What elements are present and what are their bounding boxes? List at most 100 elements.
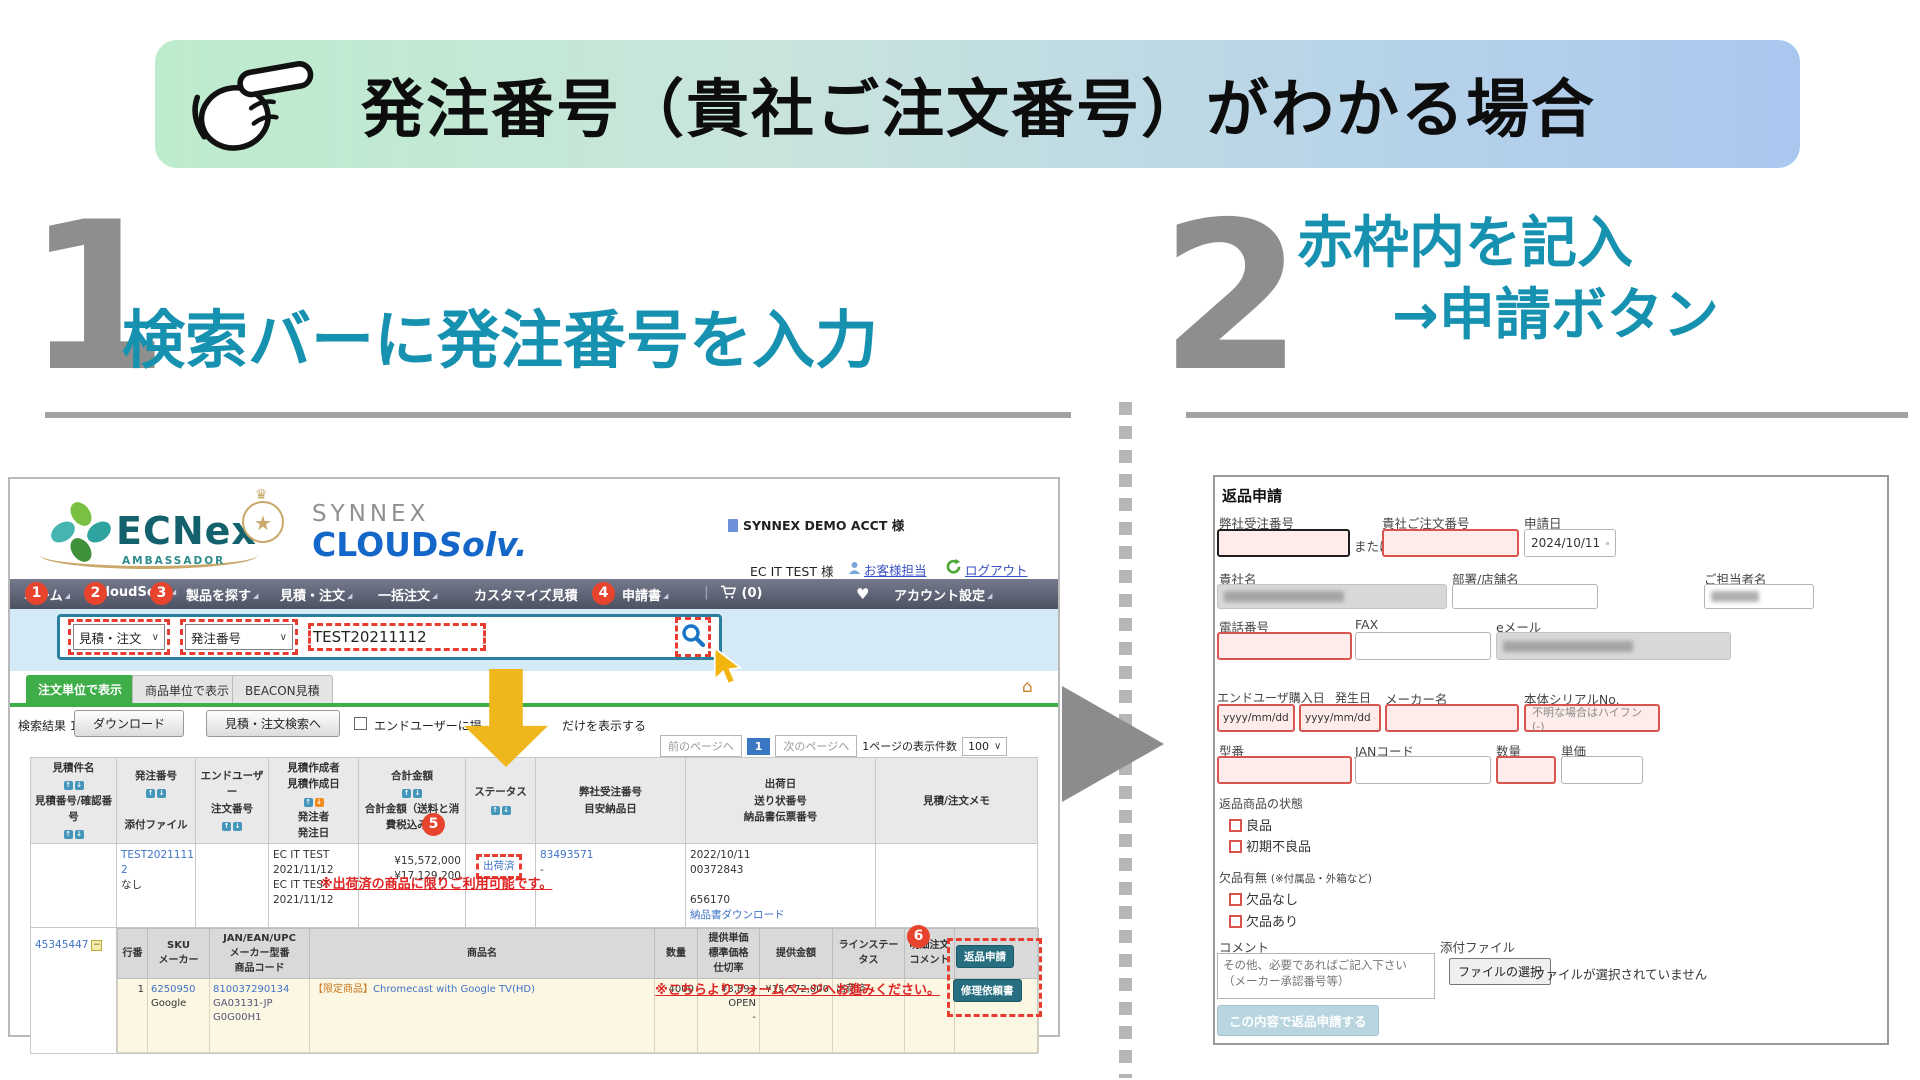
apply-date-input[interactable]: 2024/10/11 <box>1524 529 1616 557</box>
cell-line-status: 出荷済 <box>832 977 905 1053</box>
your-order-no-input[interactable] <box>1382 529 1519 557</box>
email-input[interactable] <box>1496 632 1731 660</box>
label-person: ご担当者名 <box>1704 572 1767 587</box>
nav-find-product[interactable]: 製品を探す◢ <box>186 589 259 604</box>
search-button[interactable] <box>680 622 706 652</box>
missing-none[interactable]: 欠品なし <box>1229 889 1298 908</box>
ambassador-badge-icon: ★ <box>242 501 284 543</box>
col-our-no[interactable]: 弊社受注番号目安納品日 <box>535 756 686 845</box>
jan-link[interactable]: 810037290134 <box>213 983 290 995</box>
our-order-no-input[interactable] <box>1217 529 1350 557</box>
jan-input[interactable] <box>1355 756 1491 784</box>
header-banner: 発注番号（貴社ご注文番号）がわかる場合 <box>155 40 1800 168</box>
col-shipping[interactable]: 出荷日送り状番号納品書伝票番号 <box>685 756 876 845</box>
product-link[interactable]: Chromecast with Google TV(HD) <box>373 983 535 995</box>
step2-number: 2 <box>1160 179 1303 417</box>
per-page-select[interactable]: 100∨ <box>962 736 1008 756</box>
col-memo[interactable]: 見積/注文メモ <box>875 756 1038 845</box>
back-to-search-button[interactable]: 見積・注文検索へ <box>206 710 340 737</box>
maker-input[interactable] <box>1385 704 1519 732</box>
tel-input[interactable] <box>1217 632 1352 660</box>
label-qty: 数量 <box>1496 744 1522 759</box>
prev-page-button[interactable]: 前のページへ <box>660 735 742 757</box>
search-input[interactable]: TEST20211112 <box>313 628 427 646</box>
col-status[interactable]: ステータス↑↓ <box>465 756 536 845</box>
nav-quote-order[interactable]: 見積・注文◢ <box>280 589 353 604</box>
label-fax: FAX <box>1355 617 1379 632</box>
home-icon[interactable]: ⌂ <box>1022 677 1033 697</box>
checkbox-icon[interactable] <box>1229 819 1242 832</box>
download-button[interactable]: ダウンロード <box>74 710 184 737</box>
search-button-highlight <box>675 617 711 657</box>
cloudsolv-screenshot: ECNex AMBASSADOR ★ ♛ SYNNEX CLOUDSolv. S… <box>8 477 1060 1054</box>
collapse-icon[interactable]: − <box>91 939 103 951</box>
tab-by-product[interactable]: 商品単位で表示 <box>132 675 243 704</box>
sku-link[interactable]: 6250950 <box>151 983 196 995</box>
nav-bulk-order[interactable]: 一括注文◢ <box>378 589 438 604</box>
occur-date-input[interactable]: yyyy/mm/dd <box>1299 704 1381 732</box>
col-creator[interactable]: 見積作成者見積作成日↑↓発注者発注日 <box>268 756 359 845</box>
department-input[interactable] <box>1452 584 1598 609</box>
cell-line-no: 1 <box>117 977 148 1053</box>
redacted-text <box>1503 640 1633 652</box>
contact-link[interactable]: お客様担当 <box>864 563 927 578</box>
label-tel: 電話番号 <box>1219 620 1270 635</box>
per-page-label: 1ページの表示件数 <box>862 740 957 753</box>
label-our-order-no: 弊社受注番号 <box>1219 516 1295 531</box>
enduser-filter-checkbox[interactable] <box>354 717 367 730</box>
col-quote-name[interactable]: 見積件名↑↓見積番号/確認番号↑↓ <box>30 756 117 845</box>
repair-request-button[interactable]: 修理依頼書 <box>953 979 1022 1002</box>
tab-underline <box>10 703 1058 707</box>
checkbox-icon[interactable] <box>1229 915 1242 928</box>
nav-caret-icon: ◢ <box>170 588 177 596</box>
tab-by-order[interactable]: 注文単位で表示 <box>26 675 135 704</box>
col-unit: 提供単価標準価格仕切率 <box>697 927 760 979</box>
nav-account-settings[interactable]: アカウント設定◢ <box>894 589 993 604</box>
checkbox-icon[interactable] <box>1229 840 1242 853</box>
condition-defective[interactable]: 初期不良品 <box>1229 836 1311 855</box>
serial-input[interactable]: 不明な場合はハイフン(-) <box>1524 704 1660 733</box>
cart-icon[interactable]: (0) <box>720 585 762 601</box>
next-page-button[interactable]: 次のページへ <box>775 735 858 757</box>
cell-product: 【限定商品】Chromecast with Google TV(HD) <box>309 977 655 1053</box>
submit-return-button[interactable]: この内容で返品申請する <box>1217 1005 1379 1036</box>
callout-6: 6 <box>907 925 930 948</box>
col-total[interactable]: 合計金額↑↓合計金額（送料と消費税込み） <box>358 756 466 845</box>
search-scope-select[interactable]: 見積・注文∨ <box>73 624 165 650</box>
cell-quote-no: 45345447− <box>30 926 117 1054</box>
fax-input[interactable] <box>1355 632 1491 660</box>
return-request-button[interactable]: 返品申請 <box>956 945 1014 968</box>
quote-no-link[interactable]: 45345447 <box>35 938 89 951</box>
qty-input[interactable] <box>1496 756 1556 784</box>
shipped-link[interactable]: 出荷済 <box>483 860 515 873</box>
our-order-link[interactable]: 83493571 <box>540 849 594 862</box>
logout-link[interactable]: ログアウト <box>965 563 1028 578</box>
tab-beacon[interactable]: BEACON見積 <box>232 675 333 704</box>
unit-price-input[interactable] <box>1561 756 1643 784</box>
person-input[interactable] <box>1704 584 1814 609</box>
cell-enduser <box>195 843 269 928</box>
label-condition: 返品商品の状態 <box>1219 797 1304 811</box>
model-input[interactable] <box>1217 756 1352 784</box>
nav-custom-quote[interactable]: カスタマイズ見積 <box>474 589 578 604</box>
favorites-icon[interactable]: ♥ <box>856 585 870 603</box>
col-enduser[interactable]: エンドユーザー注文番号↑↓ <box>195 756 269 845</box>
comment-textarea[interactable] <box>1217 953 1435 999</box>
missing-yes[interactable]: 欠品あり <box>1229 911 1298 930</box>
col-order-no[interactable]: 発注番号↑↓添付ファイル <box>116 756 196 845</box>
delivery-note-download-link[interactable]: 納品書ダウンロード <box>690 908 785 921</box>
company-input[interactable] <box>1217 584 1447 609</box>
checkbox-icon[interactable] <box>1229 893 1242 906</box>
purchase-date-input[interactable]: yyyy/mm/dd <box>1217 704 1295 732</box>
file-select-button[interactable]: ファイルの選択 <box>1449 958 1552 985</box>
condition-good[interactable]: 良品 <box>1229 815 1272 834</box>
search-field-select[interactable]: 発注番号∨ <box>185 624 293 650</box>
nav-application-forms[interactable]: 申請書◢ <box>622 589 669 604</box>
calendar-icon <box>1373 717 1375 719</box>
current-page[interactable]: 1 <box>746 737 771 755</box>
